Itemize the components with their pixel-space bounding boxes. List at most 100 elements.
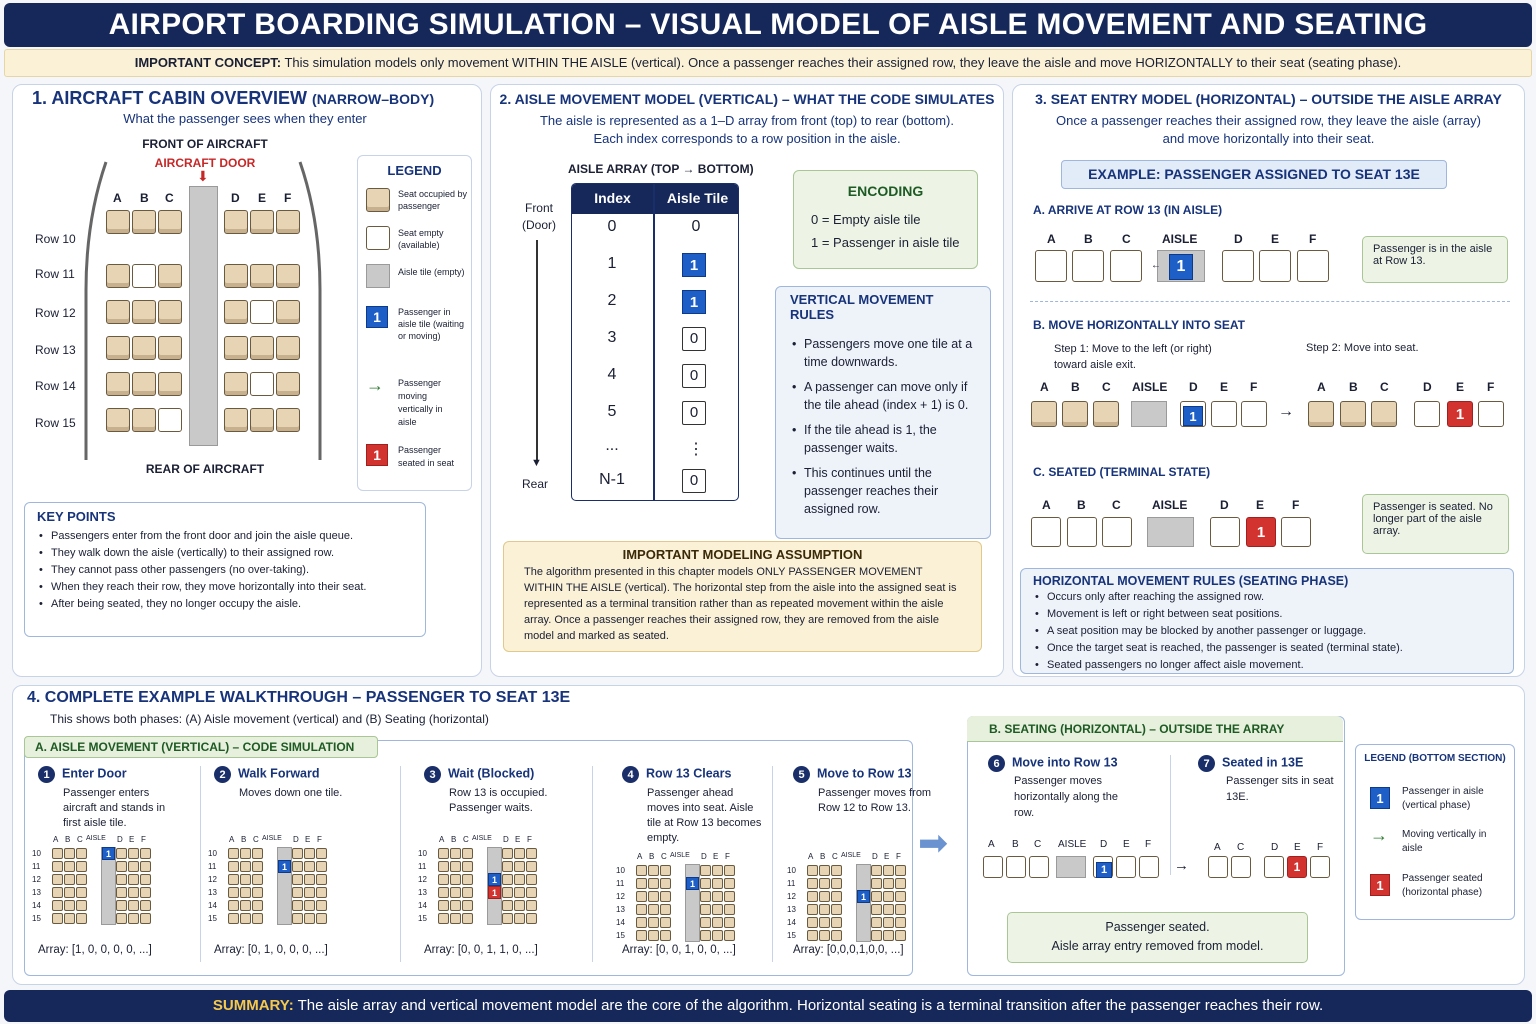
seat[interactable] — [1139, 856, 1159, 878]
mini-seat[interactable] — [252, 848, 263, 859]
mini-seat[interactable] — [526, 874, 537, 885]
mini-seat[interactable] — [712, 917, 723, 928]
mini-seat[interactable] — [116, 900, 127, 911]
mini-seat[interactable] — [526, 900, 537, 911]
mini-seat[interactable] — [648, 930, 659, 941]
mini-seat[interactable] — [128, 913, 139, 924]
mini-seat[interactable] — [724, 891, 735, 902]
mini-seat[interactable] — [871, 904, 882, 915]
seat-14d[interactable] — [224, 372, 248, 396]
mini-seat[interactable] — [140, 874, 151, 885]
mini-seat[interactable] — [648, 891, 659, 902]
mini-seat[interactable] — [831, 891, 842, 902]
mini-seat[interactable] — [514, 848, 525, 859]
mini-seat[interactable] — [712, 878, 723, 889]
seat-14c[interactable] — [158, 372, 182, 396]
mini-seat[interactable] — [140, 900, 151, 911]
mini-seat[interactable] — [871, 891, 882, 902]
mini-seat[interactable] — [462, 913, 473, 924]
seat-14b[interactable] — [132, 372, 156, 396]
mini-seat[interactable] — [660, 930, 671, 941]
mini-seat[interactable] — [116, 913, 127, 924]
mini-seat[interactable] — [724, 878, 735, 889]
seat-12a[interactable] — [106, 300, 130, 324]
mini-seat[interactable] — [304, 874, 315, 885]
seat-13e-seated[interactable]: 1 — [1287, 856, 1307, 878]
mini-seat[interactable] — [895, 865, 906, 876]
mini-seat[interactable] — [450, 848, 461, 859]
mini-seat[interactable] — [636, 878, 647, 889]
mini-seat[interactable] — [819, 878, 830, 889]
seat-13d[interactable] — [224, 336, 248, 360]
mini-seat[interactable] — [316, 848, 327, 859]
mini-seat[interactable] — [292, 874, 303, 885]
mini-seat[interactable] — [712, 904, 723, 915]
mini-seat[interactable] — [304, 900, 315, 911]
mini-seat[interactable] — [116, 848, 127, 859]
mini-seat[interactable] — [240, 900, 251, 911]
seat-15d[interactable] — [224, 408, 248, 432]
mini-seat[interactable] — [462, 900, 473, 911]
seat-15c[interactable] — [158, 408, 182, 432]
mini-seat[interactable] — [831, 904, 842, 915]
seat[interactable] — [1264, 856, 1284, 878]
mini-seat[interactable] — [660, 891, 671, 902]
seat[interactable] — [1006, 856, 1026, 878]
mini-seat[interactable] — [228, 848, 239, 859]
seat-12c[interactable] — [158, 300, 182, 324]
mini-seat[interactable] — [140, 848, 151, 859]
mini-seat[interactable] — [700, 930, 711, 941]
mini-seat[interactable] — [52, 900, 63, 911]
mini-seat[interactable] — [128, 900, 139, 911]
mini-seat[interactable] — [700, 865, 711, 876]
seat-13e-seated[interactable]: 1 — [1246, 517, 1276, 547]
mini-seat[interactable] — [292, 900, 303, 911]
mini-seat[interactable] — [636, 891, 647, 902]
mini-seat[interactable] — [316, 913, 327, 924]
mini-seat[interactable] — [526, 848, 537, 859]
mini-seat[interactable] — [883, 891, 894, 902]
mini-seat[interactable] — [450, 861, 461, 872]
seat-f[interactable] — [1297, 250, 1329, 282]
mini-seat[interactable] — [724, 917, 735, 928]
mini-seat[interactable] — [660, 878, 671, 889]
mini-seat[interactable] — [292, 848, 303, 859]
mini-seat[interactable] — [240, 874, 251, 885]
mini-seat[interactable] — [883, 917, 894, 928]
mini-seat[interactable] — [128, 874, 139, 885]
mini-seat[interactable] — [76, 874, 87, 885]
seat-15b[interactable] — [132, 408, 156, 432]
mini-seat[interactable] — [64, 848, 75, 859]
mini-seat[interactable] — [700, 917, 711, 928]
seat-11d[interactable] — [224, 264, 248, 288]
mini-seat[interactable] — [140, 861, 151, 872]
mini-seat[interactable] — [526, 913, 537, 924]
mini-seat[interactable] — [228, 861, 239, 872]
mini-seat[interactable] — [871, 878, 882, 889]
seat[interactable] — [1116, 856, 1136, 878]
mini-seat[interactable] — [450, 887, 461, 898]
seat-11a[interactable] — [106, 264, 130, 288]
seat-10d[interactable] — [224, 210, 248, 234]
mini-seat[interactable] — [304, 887, 315, 898]
seat-b[interactable] — [1072, 250, 1104, 282]
mini-seat[interactable] — [462, 848, 473, 859]
mini-seat[interactable] — [116, 887, 127, 898]
seat-11b[interactable] — [132, 264, 156, 288]
mini-seat[interactable] — [240, 848, 251, 859]
mini-seat[interactable] — [438, 874, 449, 885]
mini-seat[interactable] — [724, 865, 735, 876]
mini-seat[interactable] — [724, 904, 735, 915]
seat-c[interactable] — [1110, 250, 1142, 282]
seat-11e[interactable] — [250, 264, 274, 288]
seat[interactable] — [1093, 401, 1119, 427]
mini-seat[interactable] — [304, 848, 315, 859]
seat-10f[interactable] — [276, 210, 300, 234]
mini-seat[interactable] — [502, 848, 513, 859]
mini-seat[interactable] — [304, 861, 315, 872]
mini-seat[interactable] — [514, 861, 525, 872]
seat[interactable] — [1310, 856, 1330, 878]
mini-seat[interactable] — [502, 861, 513, 872]
mini-seat[interactable] — [883, 865, 894, 876]
mini-seat[interactable] — [128, 848, 139, 859]
